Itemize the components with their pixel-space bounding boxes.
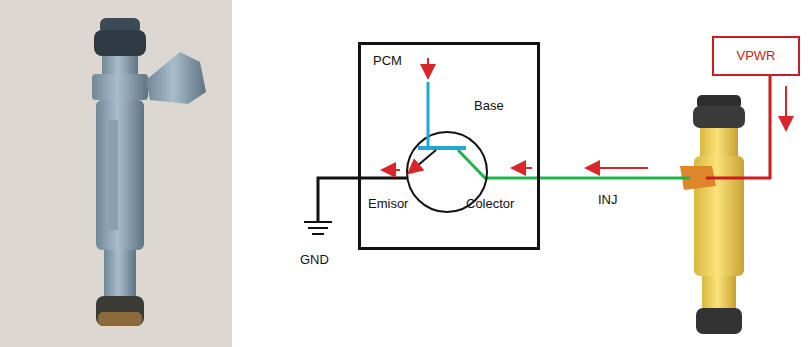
signal-label: Emisor (368, 196, 408, 212)
flow-arrow (785, 86, 787, 128)
inj-wire (458, 150, 690, 178)
ground-symbol (312, 233, 324, 235)
flow-arrow (514, 167, 532, 169)
signal-label: Colector (466, 196, 514, 212)
signal-label: INJ (598, 192, 618, 208)
flow-arrow (427, 58, 429, 76)
base-bar (418, 146, 466, 150)
node-label: PCM (373, 53, 537, 69)
signal-label: GND (300, 252, 329, 268)
flow-arrow (588, 167, 648, 169)
ground-symbol (308, 227, 328, 229)
injector-photo (0, 0, 232, 347)
injector-drawing (680, 95, 745, 334)
ground-wire (318, 178, 408, 222)
node-label: VPWR (737, 48, 776, 64)
pcm-box: PCM (358, 42, 540, 250)
flow-arrow (384, 169, 400, 171)
ground-symbol (304, 221, 332, 223)
power-box: VPWR (712, 36, 800, 76)
signal-label: Base (474, 98, 504, 114)
base-line (427, 82, 430, 148)
emitter-line (410, 150, 436, 172)
wiring (304, 58, 786, 234)
power-wire (706, 76, 770, 178)
